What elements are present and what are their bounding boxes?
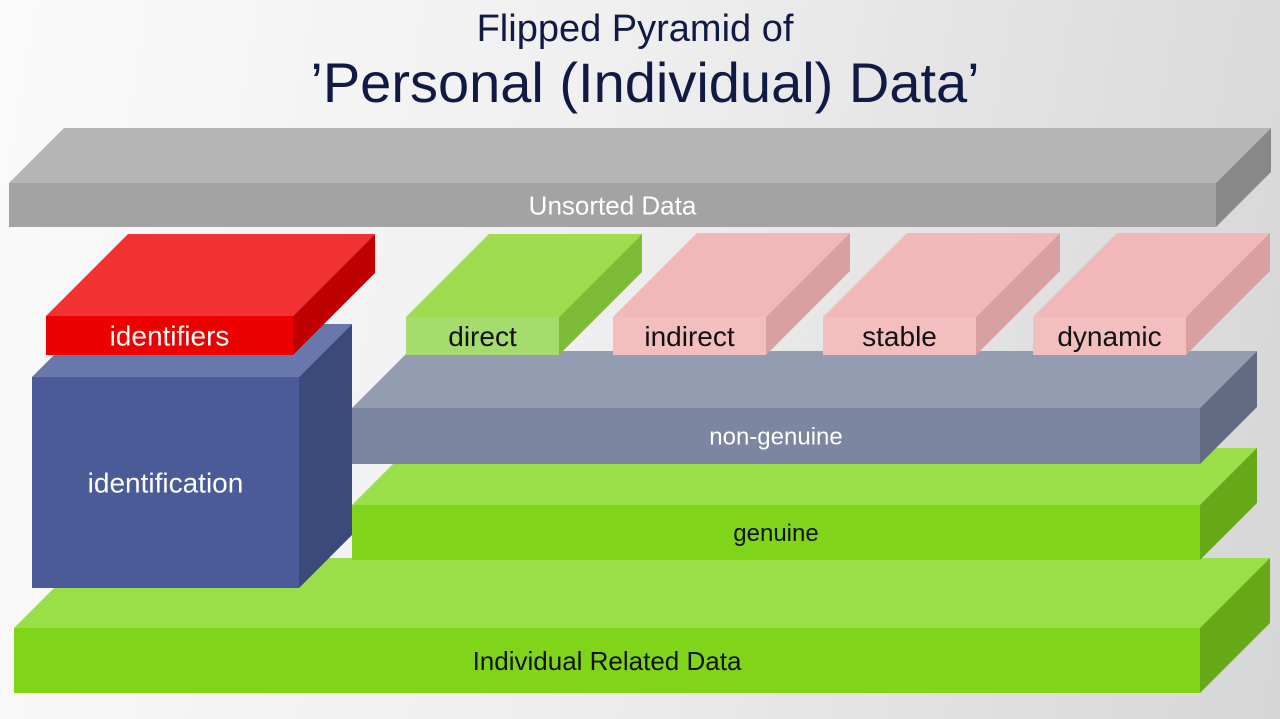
box-side-face: [976, 233, 1060, 355]
box-front-face: [406, 317, 559, 355]
box-label: stable: [862, 321, 937, 352]
box-side-face: [293, 234, 375, 355]
box-front-face: [32, 377, 299, 588]
box-label: genuine: [733, 520, 818, 547]
box-label: dynamic: [1057, 321, 1161, 352]
box-label: indirect: [644, 321, 734, 352]
box-front-face: [1033, 317, 1186, 355]
box-stable: stable: [823, 233, 1060, 355]
box-genuine: genuine: [352, 448, 1257, 560]
box-non-genuine: non-genuine: [352, 351, 1257, 464]
box-front-face: [14, 628, 1200, 693]
box-individual: Individual Related Data: [14, 558, 1270, 693]
box-label: non-genuine: [709, 424, 842, 451]
box-top-face: [406, 234, 642, 317]
title-line-1: Flipped Pyramid of: [476, 8, 794, 50]
box-unsorted: Unsorted Data: [9, 128, 1271, 227]
box-side-face: [1200, 448, 1257, 560]
box-side-face: [1200, 351, 1257, 464]
box-top-face: [823, 233, 1060, 317]
box-label: direct: [448, 321, 517, 352]
box-label: identification: [88, 468, 244, 499]
box-label: Individual Related Data: [473, 646, 742, 676]
box-identifiers: identifiers: [46, 234, 375, 355]
box-label: identifiers: [110, 321, 230, 352]
box-front-face: [352, 505, 1200, 560]
title-line-2: ’Personal (Individual) Data’: [310, 51, 980, 114]
box-side-face: [559, 234, 642, 355]
box-direct: direct: [406, 234, 642, 355]
box-top-face: [46, 234, 375, 316]
box-top-face: [613, 233, 850, 317]
box-top-face: [1033, 233, 1270, 317]
box-top-face: [14, 558, 1270, 628]
box-front-face: [613, 317, 766, 355]
box-side-face: [1200, 558, 1270, 693]
box-front-face: [46, 316, 293, 355]
box-side-face: [766, 233, 850, 355]
box-dynamic: dynamic: [1033, 233, 1270, 355]
box-side-face: [299, 324, 352, 588]
box-top-face: [352, 351, 1257, 408]
box-top-face: [9, 128, 1271, 183]
box-side-face: [1216, 128, 1271, 227]
box-identification: identification: [32, 324, 352, 588]
box-label: Unsorted Data: [529, 190, 697, 220]
box-front-face: [823, 317, 976, 355]
box-front-face: [9, 183, 1216, 227]
box-front-face: [352, 408, 1200, 464]
box-indirect: indirect: [613, 233, 850, 355]
box-side-face: [1186, 233, 1270, 355]
